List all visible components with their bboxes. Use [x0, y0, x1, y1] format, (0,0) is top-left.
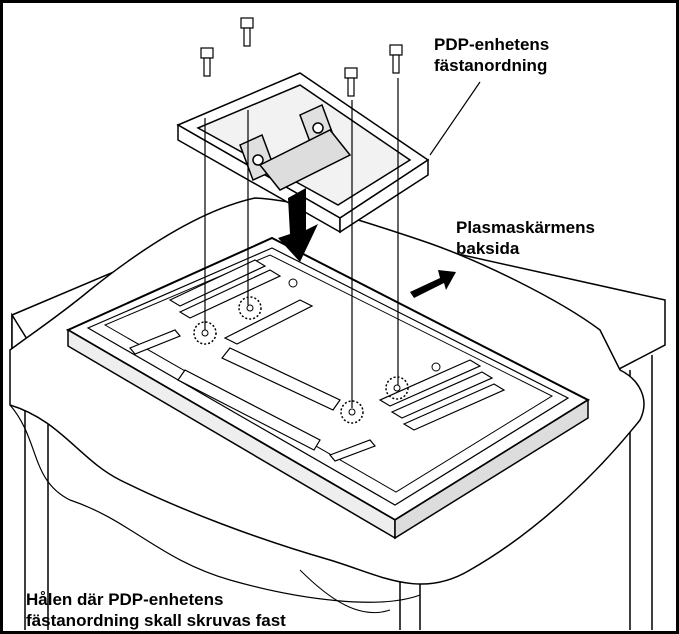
label-holes-line2: fästanordning skall skruvas fast	[26, 611, 286, 630]
label-bracket-line1: PDP-enhetens	[434, 35, 550, 54]
label-holes: Hålen där PDP-enhetens fästanordning ska…	[26, 589, 286, 631]
screws	[200, 17, 403, 97]
label-bracket: PDP-enhetens fästanordning	[434, 34, 549, 76]
mount-holes	[193, 296, 409, 424]
plasma-panel	[65, 236, 591, 540]
label-back-line2: baksida	[456, 239, 520, 258]
label-back-line1: Plasmaskärmens	[456, 218, 595, 237]
right-arrow-icon	[410, 270, 456, 298]
label-holes-line1: Hålen där PDP-enhetens	[26, 590, 224, 609]
down-arrow-icon	[278, 188, 318, 262]
label-back: Plasmaskärmens baksida	[456, 217, 595, 259]
label-bracket-line2: fästanordning	[434, 56, 548, 75]
